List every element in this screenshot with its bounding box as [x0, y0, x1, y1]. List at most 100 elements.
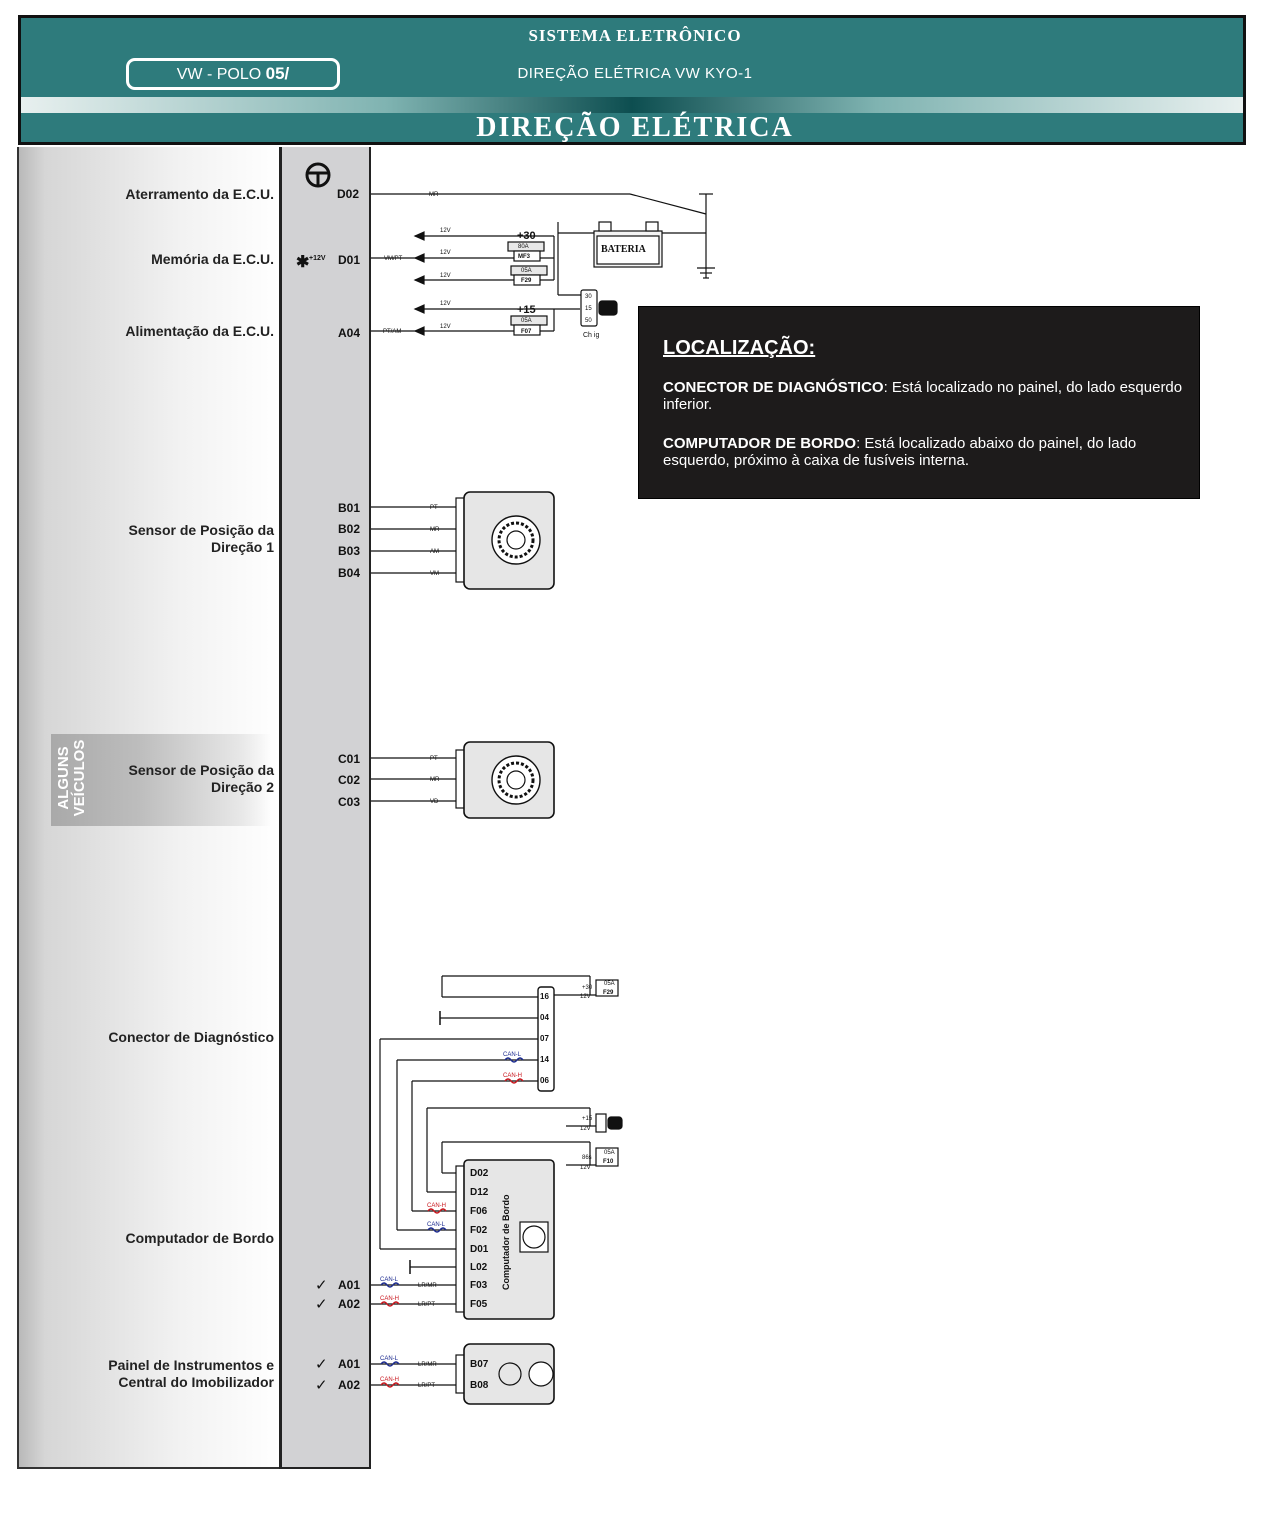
label-computador: Computador de Bordo	[125, 1230, 274, 1246]
pin-b03: B03	[338, 544, 361, 558]
label-conector: Conector de Diagnóstico	[108, 1029, 274, 1045]
model-badge: VW - POLO 05/	[126, 58, 340, 90]
check-icon: ✓	[315, 1377, 328, 1394]
page-title: DIREÇÃO ELÉTRICA	[476, 112, 794, 143]
pin-a01-painel: A01	[338, 1357, 361, 1371]
pin-b04: B04	[338, 566, 361, 580]
localizacao-computador-text: : Está localizado abaixo do painel, do l…	[663, 435, 1137, 469]
wire-label-12v: 12V	[580, 1126, 591, 1132]
can-h-label: CAN-H	[380, 1377, 399, 1383]
pin-c01: C01	[338, 752, 361, 766]
label-sensor2-l1: Sensor de Posição da	[128, 762, 275, 778]
localizacao-conector-head: CONECTOR DE DIAGNÓSTICO	[663, 379, 884, 396]
can-l-label: CAN-L	[380, 1277, 399, 1283]
label-painel-l1: Painel de Instrumentos e	[108, 1357, 274, 1373]
label-alimentacao: Alimentação da E.C.U.	[125, 323, 274, 339]
ign-label-chig: Ch ig	[583, 332, 599, 339]
cb-pin-d02: D02	[470, 1168, 489, 1179]
can-h-label: CAN-H	[427, 1203, 446, 1209]
model-name: VW - POLO	[176, 66, 262, 83]
header-subtitle: DIREÇÃO ELÉTRICA VW KYO-1	[517, 65, 753, 82]
label-sensor1-l1: Sensor de Posição da	[128, 522, 275, 538]
diag-pin-16: 16	[540, 992, 549, 1001]
label-sensor1-l2: Direção 1	[210, 539, 274, 555]
fuse-label-f29: F29	[603, 990, 614, 996]
can-l-label: CAN-L	[380, 1356, 399, 1362]
diag-pin-14: 14	[540, 1055, 549, 1064]
steering-wheel-icon	[305, 162, 331, 188]
painel-pin-b07: B07	[470, 1359, 489, 1370]
wire-label-lrmr: LR/MR	[418, 1362, 437, 1368]
wire-label-plus30: +30	[582, 985, 593, 991]
cb-pin-f03: F03	[470, 1280, 488, 1291]
localizacao-computador-head: COMPUTADOR DE BORDO	[663, 435, 857, 452]
can-l-label: CAN-L	[427, 1222, 446, 1228]
wire-label-mr: MR	[429, 192, 439, 198]
can-l-label: CAN-L	[503, 1052, 522, 1058]
fuse-label-f29: F29	[521, 278, 532, 284]
pin-d01: D01	[338, 253, 361, 267]
ecu-column	[279, 147, 371, 1469]
label-painel-l2: Central do Imobilizador	[118, 1374, 274, 1390]
cb-pin-f02: F02	[470, 1225, 488, 1236]
fuse-label-80a: 80A	[518, 244, 529, 250]
supply-plus15: +15	[517, 304, 536, 316]
wire-label-12v: 12V	[440, 324, 451, 330]
localizacao-title: LOCALIZAÇÃO:	[663, 337, 816, 359]
wire-label-12v: 12V	[580, 994, 591, 1000]
ign-label-50: 50	[585, 318, 592, 324]
ign-label-30: 30	[585, 294, 592, 300]
wire-label-12v: 12V	[440, 250, 451, 256]
localizacao-conector: CONECTOR DE DIAGNÓSTICO: Está localizado…	[663, 379, 1183, 413]
header-bottom: DIREÇÃO ELÉTRICA	[18, 113, 1246, 145]
header-banner: SISTEMA ELETRÔNICO VW - POLO 05/ DIREÇÃO…	[18, 15, 1246, 145]
cb-pin-f05: F05	[470, 1299, 488, 1310]
pin-a02: A02	[338, 1297, 361, 1311]
wire-label-mr: MR	[430, 777, 440, 783]
wire-label-pt: PT	[430, 505, 438, 511]
wire-label-mr: MR	[430, 527, 440, 533]
wire-label-vmpt: VM/PT	[384, 256, 403, 262]
cb-pin-l02: L02	[470, 1262, 488, 1273]
painel-pin-b08: B08	[470, 1380, 489, 1391]
fuse-label-05a: 05A	[604, 1150, 615, 1156]
wire-label-12v: 12V	[440, 228, 451, 234]
alguns-veiculos-band	[51, 734, 271, 826]
localizacao-computador: COMPUTADOR DE BORDO: Está localizado aba…	[663, 435, 1183, 469]
fuse-label-mf3: MF3	[518, 254, 531, 260]
label-aterramento: Aterramento da E.C.U.	[125, 186, 274, 202]
pin-d02: D02	[337, 187, 360, 201]
wire-label-12v: 12V	[440, 273, 451, 279]
pin-c02: C02	[338, 773, 361, 787]
supply-plus30: +30	[517, 230, 536, 242]
label-sensor2-l2: Direção 2	[210, 779, 274, 795]
localizacao-conector-text: : Está localizado no painel, do lado esq…	[663, 379, 1183, 413]
wire-label-vm: VM	[430, 571, 439, 577]
cb-name-label: Computador de Bordo	[501, 1194, 511, 1290]
diag-pin-04: 04	[540, 1013, 549, 1022]
header-band	[18, 97, 1246, 113]
header-top: SISTEMA ELETRÔNICO VW - POLO 05/ DIREÇÃO…	[18, 15, 1246, 97]
wire-label-lrpt: LR/PT	[418, 1383, 435, 1389]
wire-label-86s: 86s	[582, 1155, 592, 1161]
fuse-label-f07: F07	[521, 329, 532, 335]
battery-label: BATERIA	[601, 244, 647, 255]
asterisk-icon: ✱	[296, 254, 310, 271]
ign-label-15: 15	[585, 306, 592, 312]
pin-a04: A04	[338, 326, 361, 340]
pin-a02-painel: A02	[338, 1378, 361, 1392]
wire-label-vd: VD	[430, 799, 439, 805]
fuse-label-05a: 05A	[521, 318, 532, 324]
cb-pin-f06: F06	[470, 1206, 488, 1217]
check-icon: ✓	[315, 1356, 328, 1373]
wire-label-am: AM	[430, 549, 439, 555]
wire-label-pt: PT	[430, 756, 438, 762]
pin-b01: B01	[338, 501, 361, 515]
localizacao-box: LOCALIZAÇÃO: CONECTOR DE DIAGNÓSTICO: Es…	[638, 306, 1200, 499]
plus12-note: +12V	[309, 255, 326, 262]
diag-pin-07: 07	[540, 1034, 549, 1043]
wire-label-ptam: PT/AM	[383, 329, 401, 335]
